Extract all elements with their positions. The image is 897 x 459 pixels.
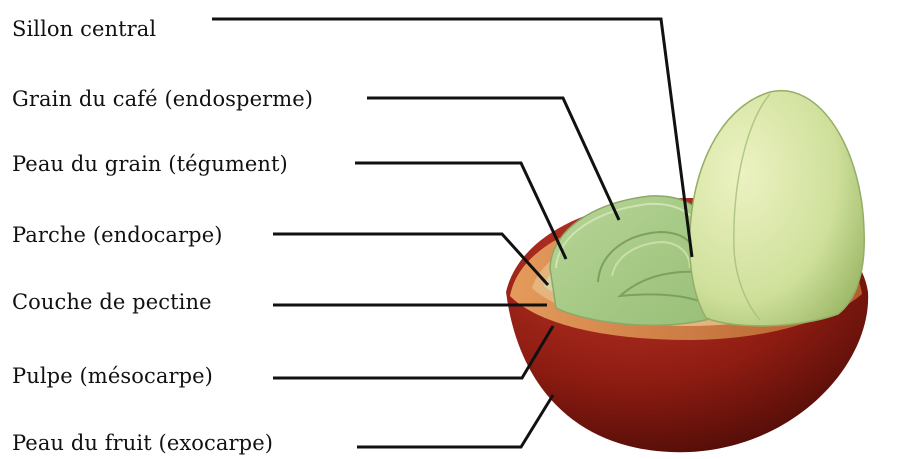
- label-couche-de-pectine: Couche de pectine: [12, 289, 212, 315]
- label-grain-du-cafe: Grain du café (endosperme): [12, 86, 313, 112]
- leader-pulpe: [273, 326, 553, 378]
- label-peau-du-fruit: Peau du fruit (exocarpe): [12, 430, 273, 456]
- label-parche: Parche (endocarpe): [12, 222, 223, 248]
- bean-right-half: [690, 91, 865, 326]
- label-pulpe: Pulpe (mésocarpe): [12, 363, 213, 389]
- leader-grain: [367, 98, 619, 220]
- leader-parche: [273, 234, 548, 285]
- label-peau-du-grain: Peau du grain (tégument): [12, 151, 288, 177]
- label-sillon-central: Sillon central: [12, 16, 156, 42]
- leader-peau-grain: [355, 163, 566, 259]
- leader-peau-fruit: [357, 395, 553, 447]
